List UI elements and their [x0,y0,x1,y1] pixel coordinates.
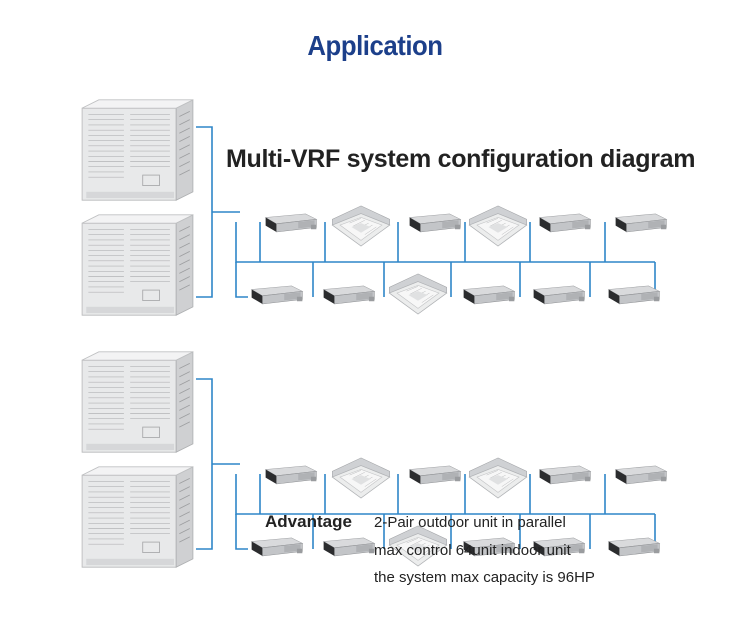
outdoor-unit-icon [81,99,194,201]
cassette-indoor-unit-icon [468,205,528,247]
ducted-indoor-unit-icon [539,465,591,485]
advantage-line-1: 2-Pair outdoor unit in parallel [374,514,566,531]
ducted-indoor-unit-icon [251,285,303,305]
cassette-indoor-unit-icon [331,205,391,247]
ducted-indoor-unit-icon [608,285,660,305]
pipe-segment [196,378,213,550]
page-title: Application [307,30,443,61]
ducted-indoor-unit-icon [533,285,585,305]
ducted-indoor-unit-icon [615,213,667,233]
ducted-indoor-unit-icon [265,213,317,233]
ducted-indoor-unit-icon [615,465,667,485]
ducted-indoor-unit-icon [539,213,591,233]
outdoor-unit-icon [81,466,194,568]
pipe-segment [196,126,213,298]
ducted-indoor-unit-icon [409,213,461,233]
ducted-indoor-unit-icon [463,285,515,305]
outdoor-unit-icon [81,351,194,453]
ducted-indoor-unit-icon [323,537,375,557]
pipe-segment [235,514,248,550]
diagram-title: Multi-VRF system configuration diagram [226,145,696,173]
refrigerant-pipes [196,126,656,550]
units-layer [81,99,667,568]
cassette-indoor-unit-icon [388,273,448,315]
advantage-line-2: max control 64unit indoor unit [374,542,571,559]
ducted-indoor-unit-icon [409,465,461,485]
advantage-line-3: the system max capacity is 96HP [374,569,595,586]
advantage-label: Advantage [265,512,352,531]
pipe-segment [235,262,248,298]
ducted-indoor-unit-icon [323,285,375,305]
ducted-indoor-unit-icon [265,465,317,485]
cassette-indoor-unit-icon [331,457,391,499]
outdoor-unit-icon [81,214,194,316]
ducted-indoor-unit-icon [251,537,303,557]
ducted-indoor-unit-icon [608,537,660,557]
cassette-indoor-unit-icon [468,457,528,499]
